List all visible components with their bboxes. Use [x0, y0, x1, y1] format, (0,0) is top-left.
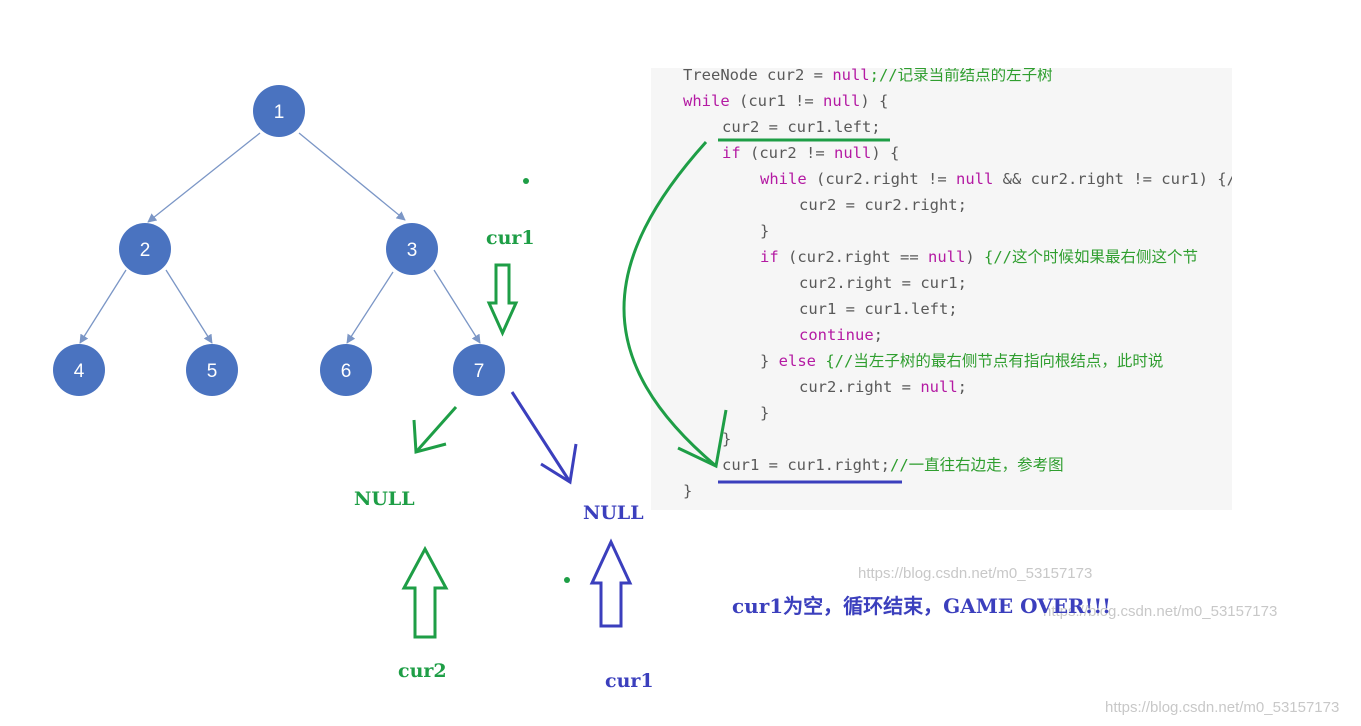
code-line-8: if (cur2.right == null) {//这个时候如果最右侧这个节 — [760, 244, 1198, 270]
code-text: } — [760, 222, 770, 240]
tree-node-1: 1 — [253, 85, 305, 137]
code-text: (cur2.right != — [806, 170, 956, 188]
code-keyword: while — [760, 170, 807, 188]
node-label: 4 — [74, 361, 85, 382]
code-line-17: } — [683, 478, 692, 504]
code-text: cur1 = cur1.left; — [799, 300, 958, 318]
cur2-up-arrow — [401, 545, 449, 639]
edge-3-7 — [433, 269, 481, 344]
code-line-4: if (cur2 != null) { — [722, 140, 899, 166]
tree-node-7: 7 — [453, 344, 505, 396]
code-line-15: } — [722, 426, 731, 452]
left-null-arrow — [412, 406, 458, 454]
code-text: ; — [873, 326, 883, 344]
code-keyword: null — [834, 144, 872, 162]
code-text: (cur1 != — [729, 92, 823, 110]
code-line-10: cur1 = cur1.left; — [799, 296, 958, 322]
code-text: cur1 = cur1.right; — [722, 456, 890, 474]
node-label: 3 — [407, 240, 418, 261]
code-line-9: cur2.right = cur1; — [799, 270, 967, 296]
tree-edges — [79, 132, 481, 344]
code-line-12: } else {//当左子树的最右侧节点有指向根结点，此时说 — [760, 348, 1163, 374]
edge-1-2 — [147, 132, 261, 223]
code-text: } — [760, 404, 770, 422]
node-label: 1 — [274, 102, 285, 123]
code-text: ; — [957, 378, 967, 396]
code-keyword: if — [760, 248, 779, 266]
game-over-label: cur1为空，循环结束，GAME OVER!!! — [732, 594, 1111, 618]
code-text: ) { — [860, 92, 889, 110]
code-line-14: } — [760, 400, 769, 426]
code-keyword: null — [955, 170, 994, 188]
code-keyword: continue — [799, 326, 874, 344]
code-line-1: TreeNode cur2 = null;//记录当前结点的左子树 — [683, 68, 1053, 88]
edge-2-4 — [79, 269, 127, 344]
code-text: cur2.right = — [799, 378, 921, 396]
code-line-2: while (cur1 != null) { — [683, 88, 888, 114]
green-dot — [523, 178, 529, 184]
code-keyword: null — [832, 68, 870, 84]
tree-node-2: 2 — [119, 223, 171, 275]
cur1-up-arrow — [589, 538, 633, 628]
null-right-label: NULL — [583, 502, 644, 524]
edge-3-6 — [346, 271, 394, 344]
cur1-top-label: cur1 — [486, 227, 535, 249]
null-left-label: NULL — [354, 488, 415, 510]
code-line-3: cur2 = cur1.left; — [722, 114, 881, 140]
watermark: https://blog.csdn.net/m0_53157173 — [1043, 603, 1278, 620]
code-text: cur2 = cur1.left; — [722, 118, 881, 136]
code-comment: //一直往右边走，参考图 — [889, 456, 1064, 474]
code-line-5: while (cur2.right != null && cur2.right … — [760, 166, 1232, 192]
tree-node-6: 6 — [320, 344, 372, 396]
code-comment: ;//记录当前结点的左子树 — [869, 68, 1053, 84]
edge-1-3 — [298, 132, 406, 221]
code-panel: TreeNode cur2 = null;//记录当前结点的左子树 while … — [651, 68, 1232, 510]
right-null-arrow — [510, 391, 578, 485]
code-text: ) — [965, 248, 984, 266]
tree-nodes: 1 2 3 4 5 6 7 — [53, 85, 505, 396]
code-keyword: while — [683, 92, 730, 110]
node-label: 7 — [474, 361, 485, 382]
code-text: } — [722, 430, 732, 448]
code-text: ) { — [871, 144, 900, 162]
tree-node-3: 3 — [386, 223, 438, 275]
code-line-13: cur2.right = null; — [799, 374, 967, 400]
code-text: (cur2.right == — [778, 248, 928, 266]
code-comment: {//这个时候如果最右侧这个节 — [983, 248, 1198, 266]
cur2-bottom-label: cur2 — [398, 660, 447, 682]
code-keyword: null — [927, 248, 966, 266]
watermark: https://blog.csdn.net/m0_53157173 — [858, 565, 1093, 582]
code-text: (cur2 != — [740, 144, 834, 162]
watermark: https://blog.csdn.net/m0_53157173 — [1105, 699, 1340, 716]
node-label: 5 — [207, 361, 218, 382]
green-dot — [564, 577, 570, 583]
code-line-11: continue; — [799, 322, 883, 348]
code-line-16: cur1 = cur1.right;//一直往右边走，参考图 — [722, 452, 1064, 478]
tree-node-5: 5 — [186, 344, 238, 396]
edge-2-5 — [165, 269, 213, 344]
code-line-6: cur2 = cur2.right; — [799, 192, 967, 218]
code-text: } — [683, 482, 693, 500]
code-keyword: null — [920, 378, 958, 396]
code-text: } — [760, 352, 779, 370]
cur1-bottom-label: cur1 — [605, 670, 654, 692]
code-text: cur2 = cur2.right; — [799, 196, 967, 214]
code-comment: {//当左子树的最右侧节点有指向根结点，此时说 — [816, 352, 1164, 370]
code-text: && cur2.right != cur1) {/ — [993, 170, 1232, 188]
node-label: 6 — [341, 361, 352, 382]
cur1-down-arrow — [486, 263, 519, 337]
node-label: 2 — [140, 240, 151, 261]
code-line-7: } — [760, 218, 769, 244]
code-text: TreeNode cur2 = — [683, 68, 833, 84]
code-keyword: null — [823, 92, 861, 110]
code-text: cur2.right = cur1; — [799, 274, 967, 292]
code-keyword: if — [722, 144, 741, 162]
tree-node-4: 4 — [53, 344, 105, 396]
code-keyword: else — [778, 352, 816, 370]
